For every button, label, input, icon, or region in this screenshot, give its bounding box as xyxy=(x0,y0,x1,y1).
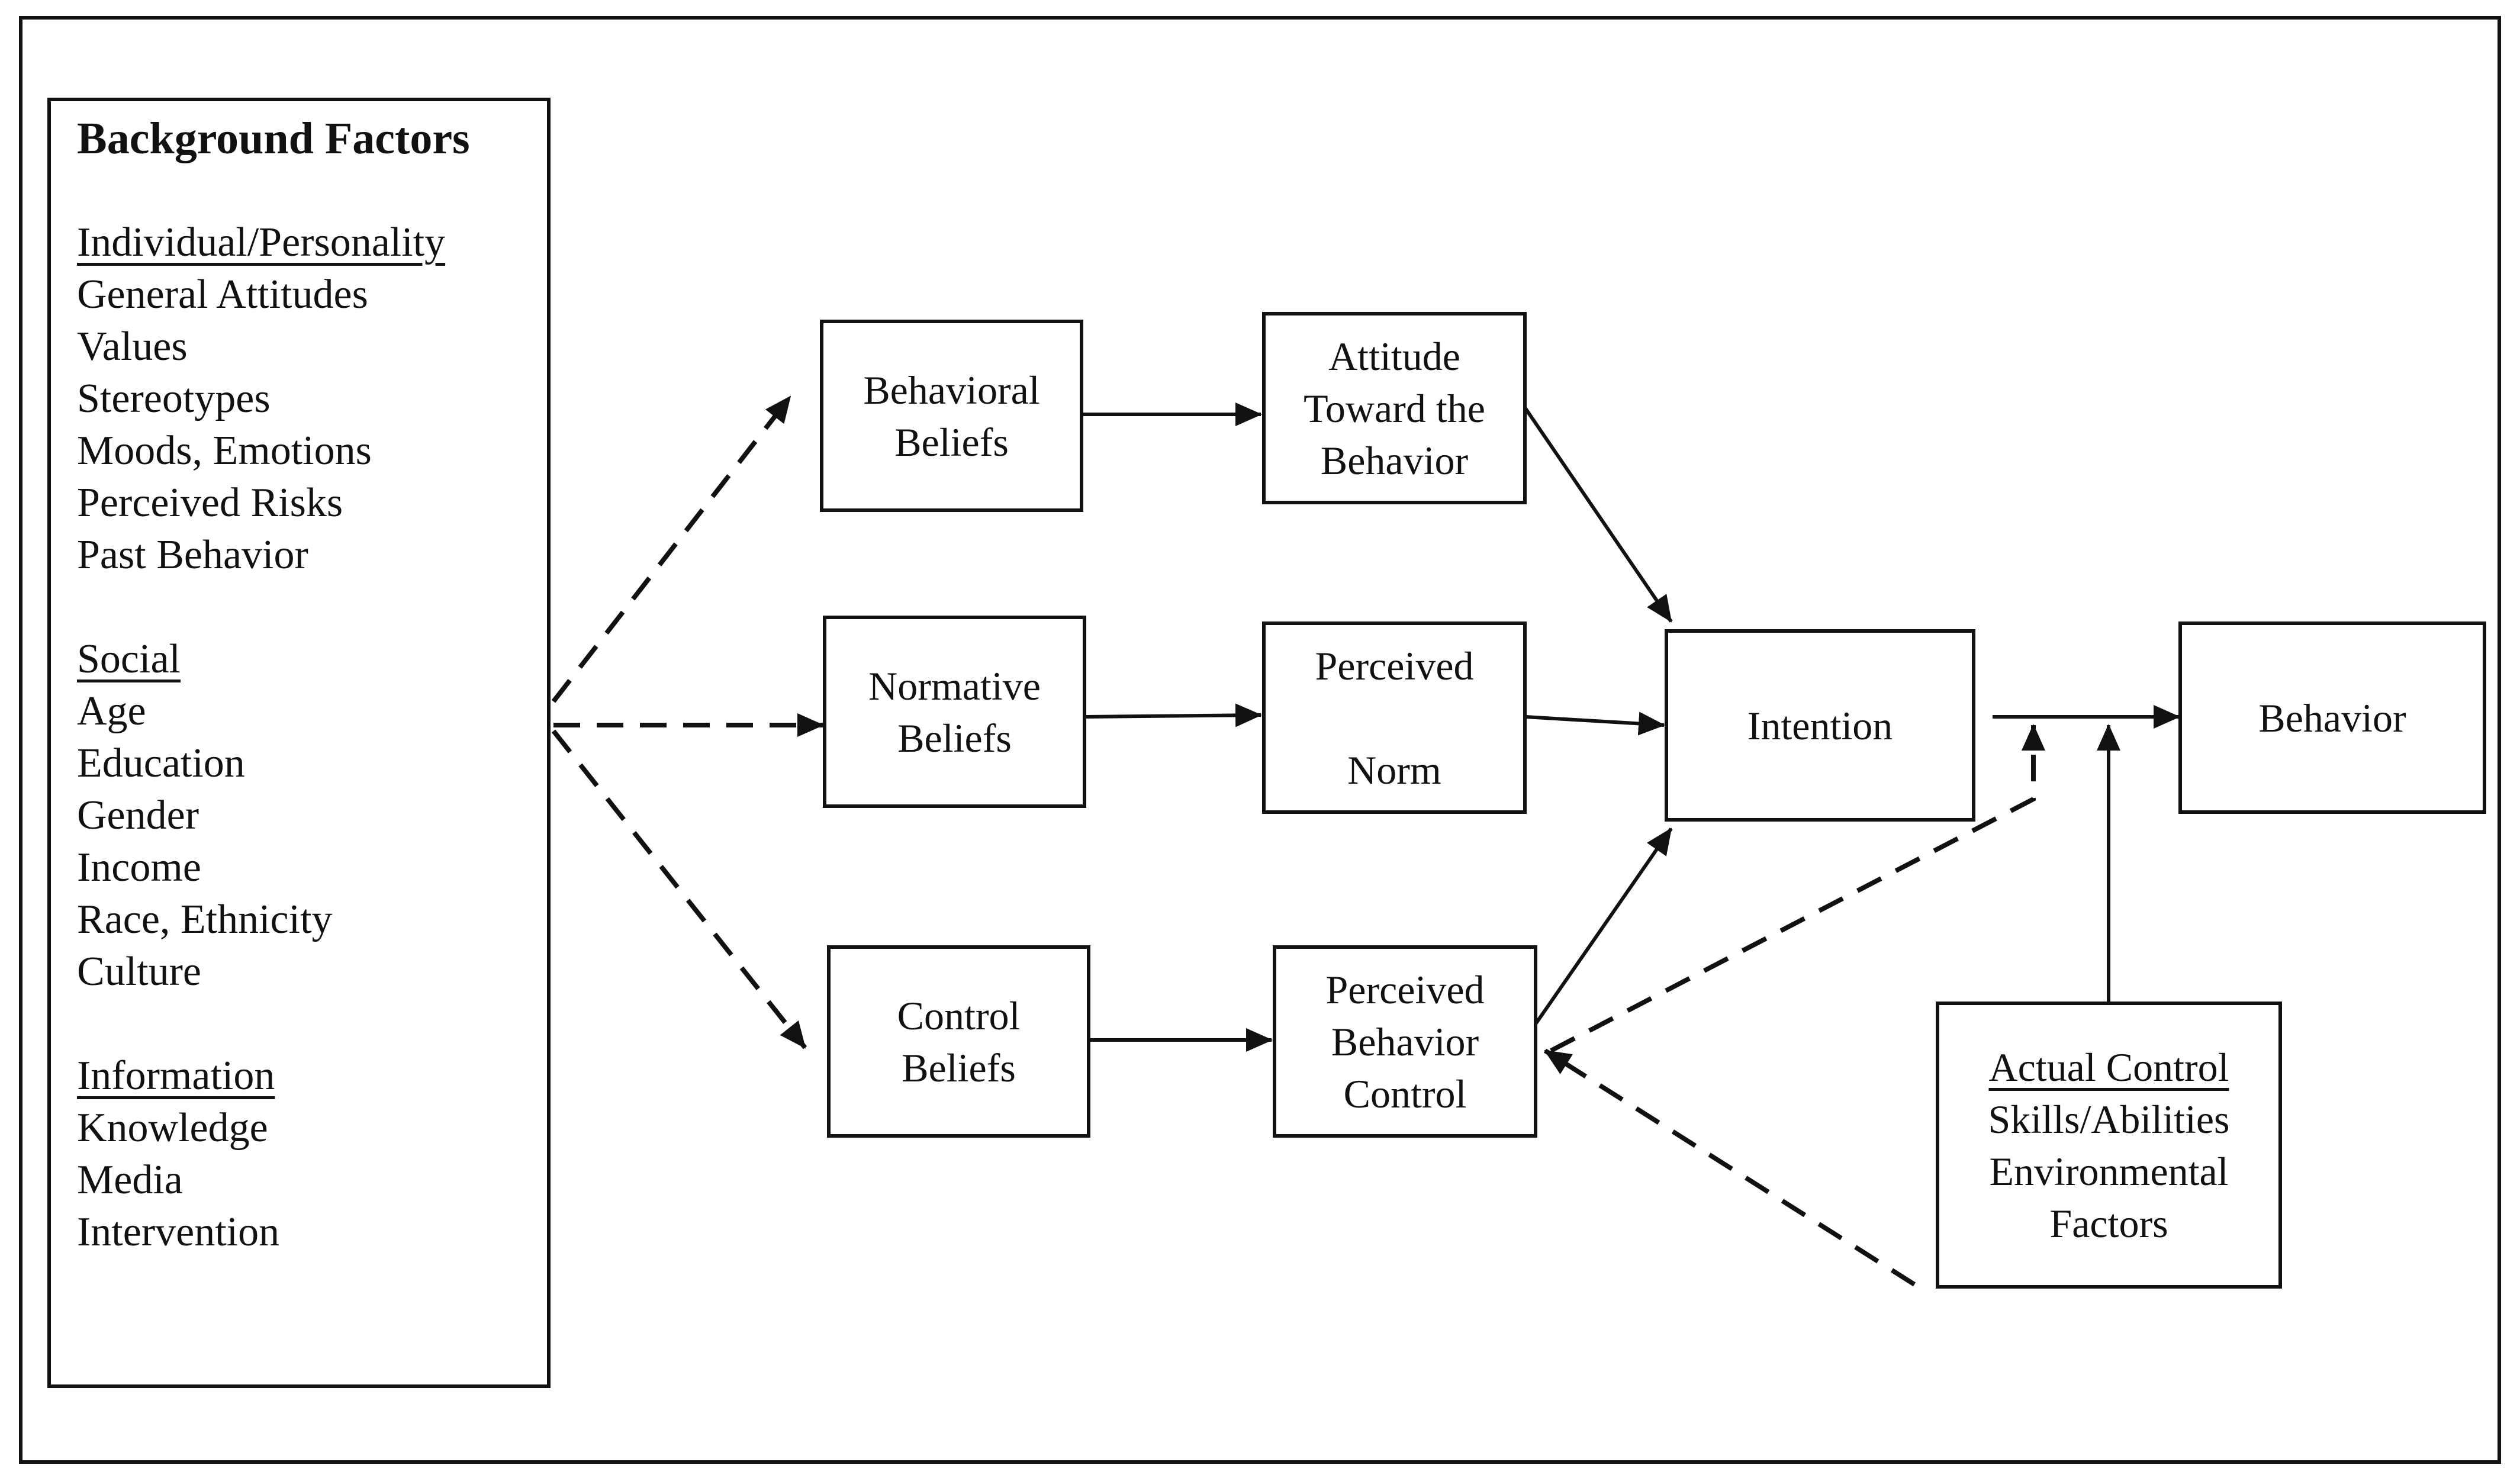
arrow-perceived-control-to-intention xyxy=(1534,827,1673,1025)
list-item: Stereotypes xyxy=(77,376,271,421)
behavioral-beliefs-box: Behavioral Beliefs xyxy=(820,320,1083,512)
list-item: Age xyxy=(77,688,146,734)
node-label: Behavior xyxy=(1331,1019,1479,1064)
node-label: Norm xyxy=(1347,747,1441,793)
node-label: Control xyxy=(1343,1071,1467,1116)
list-item: Intervention xyxy=(77,1209,280,1255)
list-item: General Attitudes xyxy=(77,272,368,317)
arrow-background-to-behavioral-beliefs xyxy=(551,395,793,703)
node-label: Environmental xyxy=(1989,1148,2229,1194)
background-factors-list: Background Factors Individual/Personalit… xyxy=(77,112,470,1258)
group-heading-individual: Individual/Personality xyxy=(77,220,446,265)
perceived-behavior-control-box: Perceived Behavior Control xyxy=(1273,945,1537,1138)
background-factors-title: Background Factors xyxy=(77,114,470,163)
list-item: Perceived Risks xyxy=(77,480,343,526)
intention-box: Intention xyxy=(1665,629,1975,822)
node-label: Beliefs xyxy=(897,715,1012,761)
list-item: Income xyxy=(77,845,201,890)
node-label: Behavior xyxy=(2258,695,2406,740)
node-label: Control xyxy=(897,993,1021,1038)
list-item: Gender xyxy=(77,793,199,838)
node-label: Beliefs xyxy=(894,419,1009,465)
list-item: Moods, Emotions xyxy=(77,428,372,474)
group-heading-information: Information xyxy=(77,1053,275,1099)
node-label: Toward the xyxy=(1304,385,1485,431)
normative-beliefs-box: Normative Beliefs xyxy=(823,616,1086,808)
node-label: Attitude xyxy=(1328,333,1460,379)
actual-control-heading: Actual Control xyxy=(1988,1044,2229,1090)
background-factors-box xyxy=(47,98,551,1388)
behavior-box: Behavior xyxy=(2178,622,2486,814)
node-label: Behavioral xyxy=(863,367,1040,413)
list-item: Media xyxy=(77,1157,183,1203)
node-label: Perceived xyxy=(1325,967,1485,1012)
attitude-box: Attitude Toward the Behavior xyxy=(1262,312,1527,504)
list-item: Values xyxy=(77,324,188,369)
arrow-background-to-control-beliefs xyxy=(551,729,807,1049)
list-item: Culture xyxy=(77,949,201,994)
arrow-attitude-to-intention xyxy=(1524,407,1673,623)
list-item: Education xyxy=(77,740,245,786)
node-label: Perceived xyxy=(1315,643,1474,688)
list-item: Race, Ethnicity xyxy=(77,897,333,942)
arrow-perceived-control-moderates-behavior xyxy=(1550,724,2045,1053)
node-label: Skills/Abilities xyxy=(1988,1096,2230,1142)
perceived-norm-box: Perceived Norm xyxy=(1262,622,1527,814)
node-label: Intention xyxy=(1747,703,1893,748)
node-label: Beliefs xyxy=(902,1045,1016,1090)
node-label: Normative xyxy=(868,663,1041,709)
node-label: Behavior xyxy=(1320,437,1469,483)
list-item: Knowledge xyxy=(77,1105,268,1151)
node-label: Factors xyxy=(2049,1200,2168,1246)
group-heading-social: Social xyxy=(77,636,181,682)
actual-control-box: Actual Control Skills/Abilities Environm… xyxy=(1936,1002,2282,1289)
arrow-normative-beliefs-to-norm xyxy=(1085,703,1262,727)
outer-frame xyxy=(19,16,2501,1464)
arrow-norm-to-intention xyxy=(1525,711,1665,736)
control-beliefs-box: Control Beliefs xyxy=(827,945,1090,1138)
list-item: Past Behavior xyxy=(77,532,308,578)
arrow-actual-control-to-perceived-control xyxy=(1543,1048,1916,1287)
